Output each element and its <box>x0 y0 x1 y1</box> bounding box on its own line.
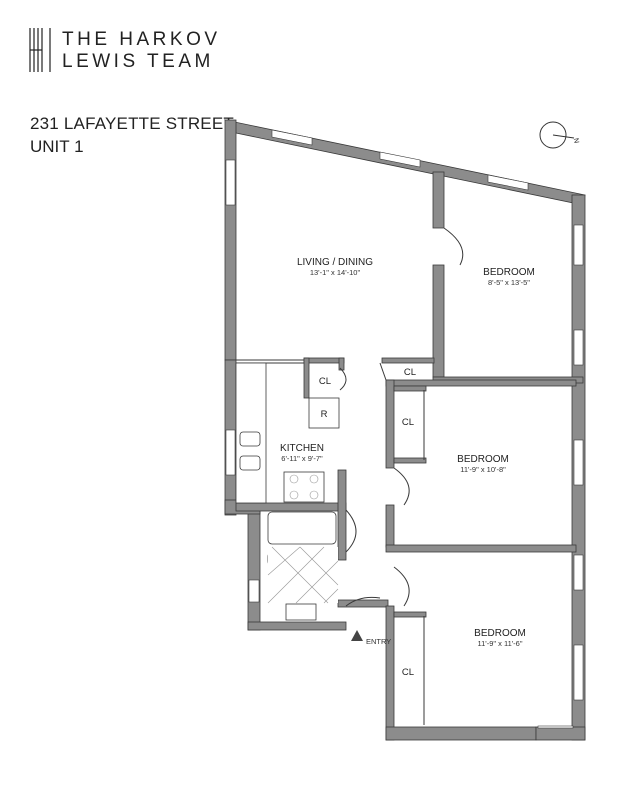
living-room-dims: 13'-1" x 14'-10" <box>310 268 361 277</box>
bath-vanity <box>285 603 317 621</box>
bedroom-s-south-wall-east <box>535 726 586 741</box>
west-wall-living <box>224 119 237 361</box>
bedroom-mid-closet <box>393 385 427 392</box>
bedroom-mid-dims: 11'-9" x 10'-8" <box>460 465 506 474</box>
bedroom-mid-north-wall <box>385 379 577 387</box>
bedroom-s-dims: 11'-9" x 11'-6" <box>477 639 522 648</box>
listing-unit: UNIT 1 <box>30 137 84 156</box>
window-bath <box>248 579 260 603</box>
tiled-floor <box>268 547 338 603</box>
kitchen-sink-2 <box>239 455 261 471</box>
compass-north-label: N <box>572 138 580 144</box>
compass-icon: N <box>539 121 580 149</box>
window-north-1 <box>271 129 313 146</box>
entry-label: ENTRY <box>366 637 391 646</box>
window-east-1 <box>573 224 584 266</box>
fridge <box>308 397 340 429</box>
window-west-kitchen <box>225 429 236 476</box>
closet-label-bedroom-mid: CL <box>402 417 414 428</box>
kitchen-closet-wall <box>303 357 345 364</box>
window-west-living <box>225 159 236 206</box>
window-east-4 <box>573 554 584 591</box>
bath-west-wall <box>247 504 261 631</box>
bathtub <box>267 511 337 545</box>
kitchen-closet-side <box>303 357 310 399</box>
bedroom-s-closet <box>393 611 427 618</box>
entry-wall <box>337 599 389 608</box>
stove <box>283 471 325 503</box>
closet-label-hall: CL <box>404 367 416 378</box>
partition-living-bedroom-lower <box>432 264 445 378</box>
kitchen-name: KITCHEN <box>280 443 324 454</box>
fridge-label: R <box>321 409 328 420</box>
bedroom-s-corner <box>537 725 574 729</box>
brand-line-2: LEWIS TEAM <box>62 51 214 72</box>
bedroom-ne-name: BEDROOM <box>483 267 535 278</box>
partition-living-bedroom <box>432 171 445 229</box>
kitchen-bath-wall <box>235 502 347 512</box>
hall-closet-wall <box>381 357 435 364</box>
bedroom-mid-west-wall <box>385 379 395 469</box>
window-north-2 <box>379 151 421 168</box>
window-east-3 <box>573 439 584 486</box>
bedroom-mid-west-wall-lower <box>385 504 395 548</box>
bedroom-mid-name: BEDROOM <box>457 454 509 465</box>
kitchen-dims: 6'-11" x 9'-7" <box>281 454 323 463</box>
living-room-name: LIVING / DINING <box>297 257 373 268</box>
window-east-5 <box>573 644 584 701</box>
kitchen-closet-side-2 <box>338 357 345 371</box>
bedroom-s-west-wall <box>385 605 395 741</box>
bath-south-wall <box>247 621 347 631</box>
entry-arrow-icon <box>351 630 363 641</box>
listing-address: 231 LAFAYETTE STREET <box>30 114 234 133</box>
window-north-3 <box>487 174 529 191</box>
bedroom-s-name: BEDROOM <box>474 628 526 639</box>
bath-east-wall <box>337 469 347 561</box>
bedroom-s-south-wall <box>385 726 537 741</box>
logo-mark-icon <box>29 28 51 72</box>
bedroom-mid-south-wall <box>385 544 577 553</box>
kitchen-sink-1 <box>239 431 261 447</box>
bedroom-ne-dims: 8'-5" x 13'-5" <box>488 278 530 287</box>
closet-label-bedroom-s: CL <box>402 667 414 678</box>
bedroom-mid-closet-side <box>393 457 427 464</box>
brand-logo: THE HARKOV LEWIS TEAM <box>28 28 228 72</box>
closet-label-kitchen: CL <box>319 376 331 387</box>
window-east-2 <box>573 329 584 366</box>
brand-line-1: THE HARKOV <box>62 29 221 50</box>
